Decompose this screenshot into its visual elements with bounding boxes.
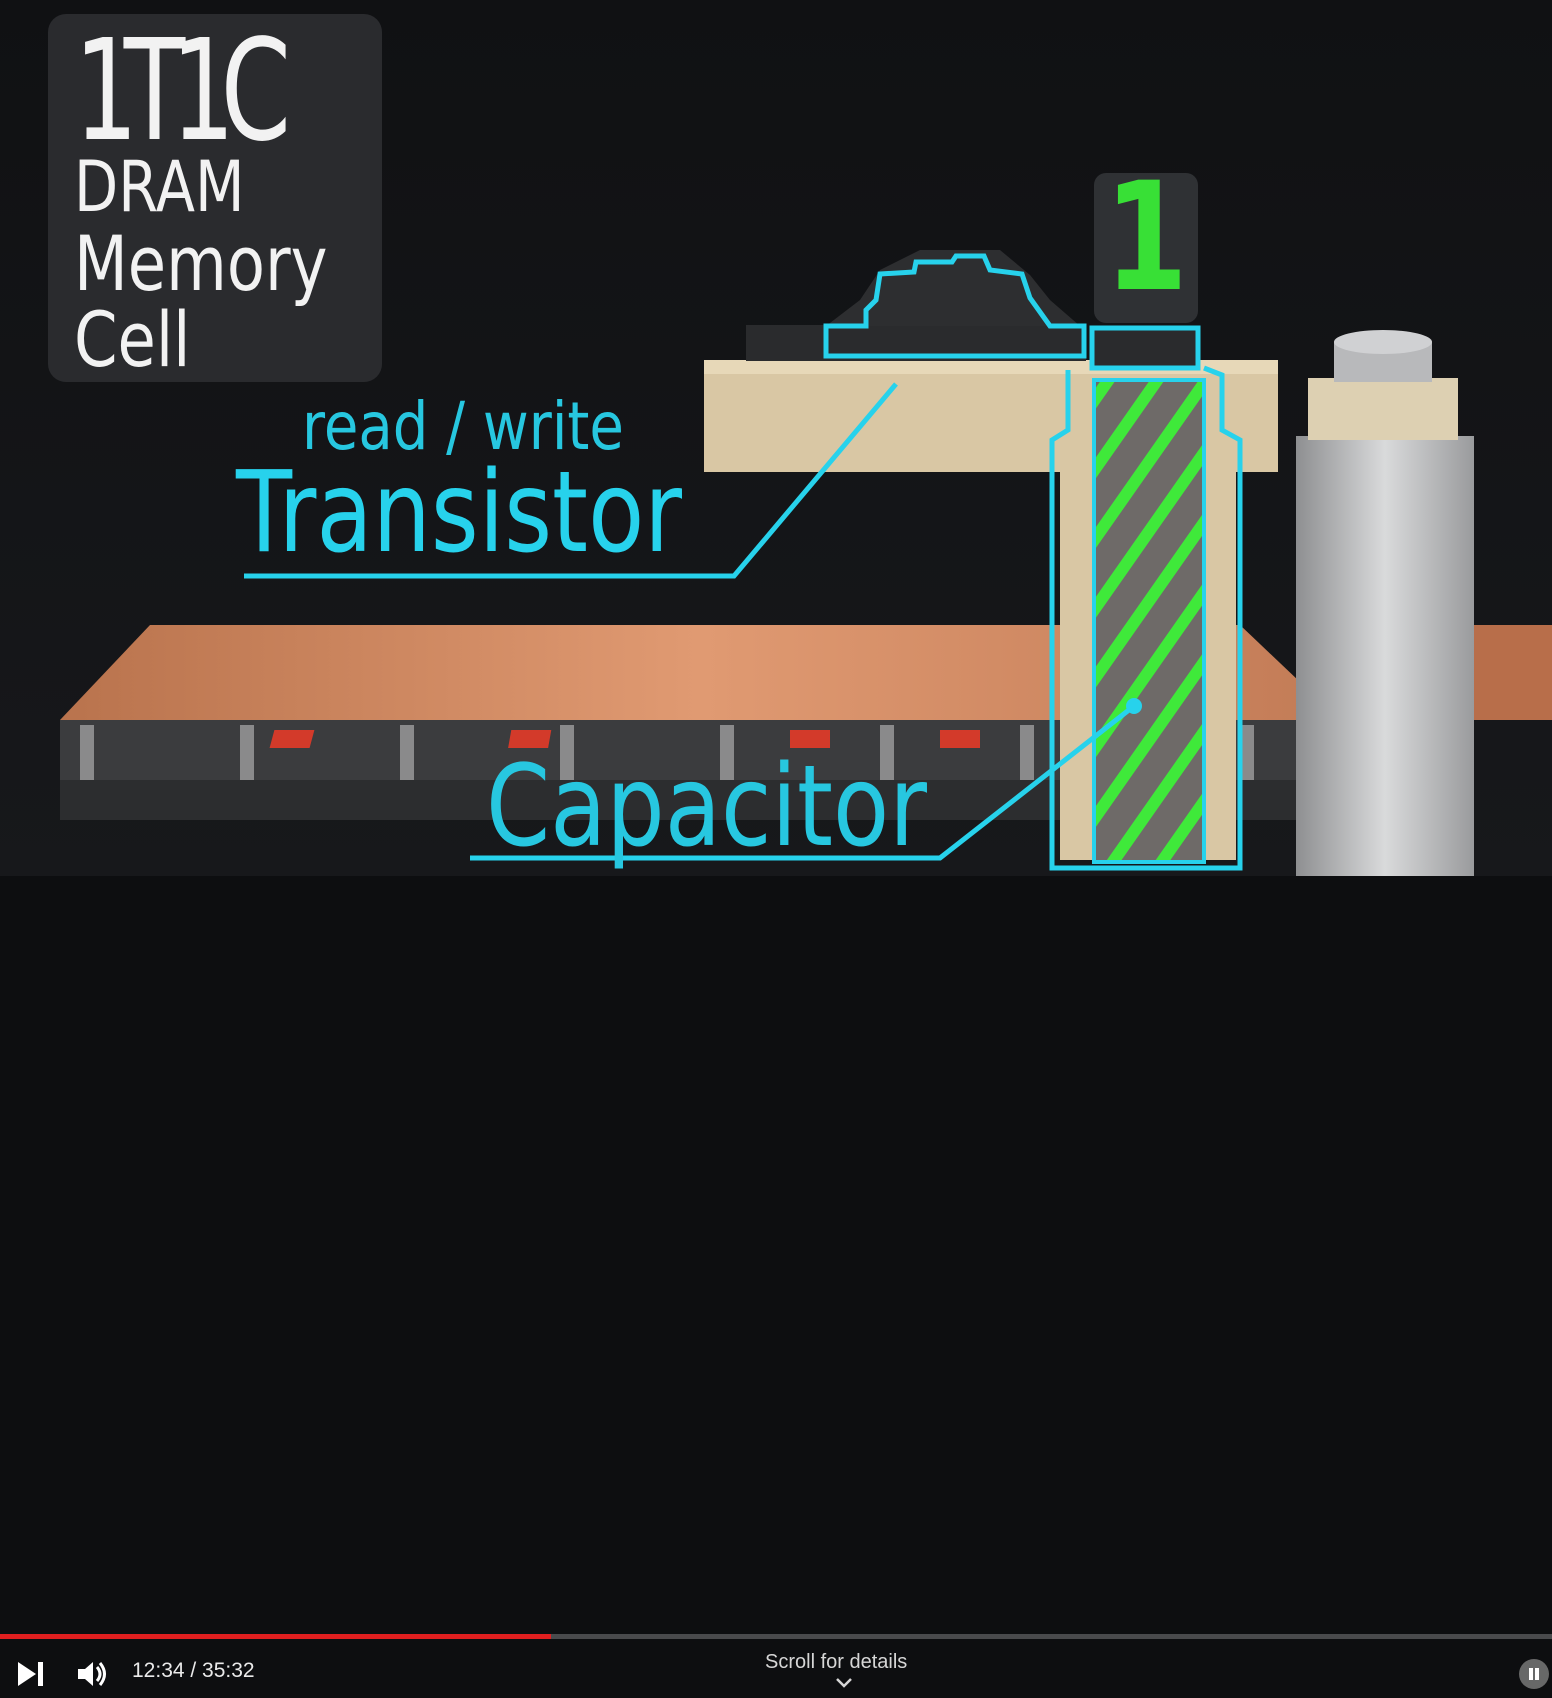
next-icon xyxy=(18,1662,43,1686)
title-line-3: Memory xyxy=(74,219,328,308)
player-controls: 12:34 / 35:32 Scroll for details xyxy=(0,816,1552,1689)
title-line-2: DRAM xyxy=(74,146,245,228)
time-display: 12:34 / 35:32 xyxy=(132,1659,255,1682)
title-line-4: Cell xyxy=(74,295,191,384)
capacitor-label: Capacitor xyxy=(486,742,927,872)
progress-played xyxy=(0,1634,551,1639)
chevron-down-icon[interactable] xyxy=(834,1676,854,1690)
title-text: 1T1C DRAM Memory Cell xyxy=(74,22,383,378)
title-card: 1T1C DRAM Memory Cell xyxy=(48,14,382,382)
volume-icon xyxy=(78,1662,106,1686)
scroll-for-details[interactable]: Scroll for details xyxy=(765,1651,908,1673)
pause-button[interactable] xyxy=(1519,1659,1549,1689)
stored-bit-value: 1 xyxy=(1104,151,1188,325)
stored-bit-box: 1 xyxy=(1094,163,1198,323)
pause-icon xyxy=(1529,1668,1539,1680)
read-write-label: read / write xyxy=(302,388,624,465)
title-line-1: 1T1C xyxy=(74,10,291,173)
transistor-label: Transistor xyxy=(236,448,683,578)
next-button[interactable] xyxy=(12,1654,52,1694)
progress-bar[interactable] xyxy=(0,1634,1552,1639)
volume-button[interactable] xyxy=(72,1654,112,1694)
video-frame[interactable]: 1T1C DRAM Memory Cell read / write Trans… xyxy=(0,0,1552,876)
